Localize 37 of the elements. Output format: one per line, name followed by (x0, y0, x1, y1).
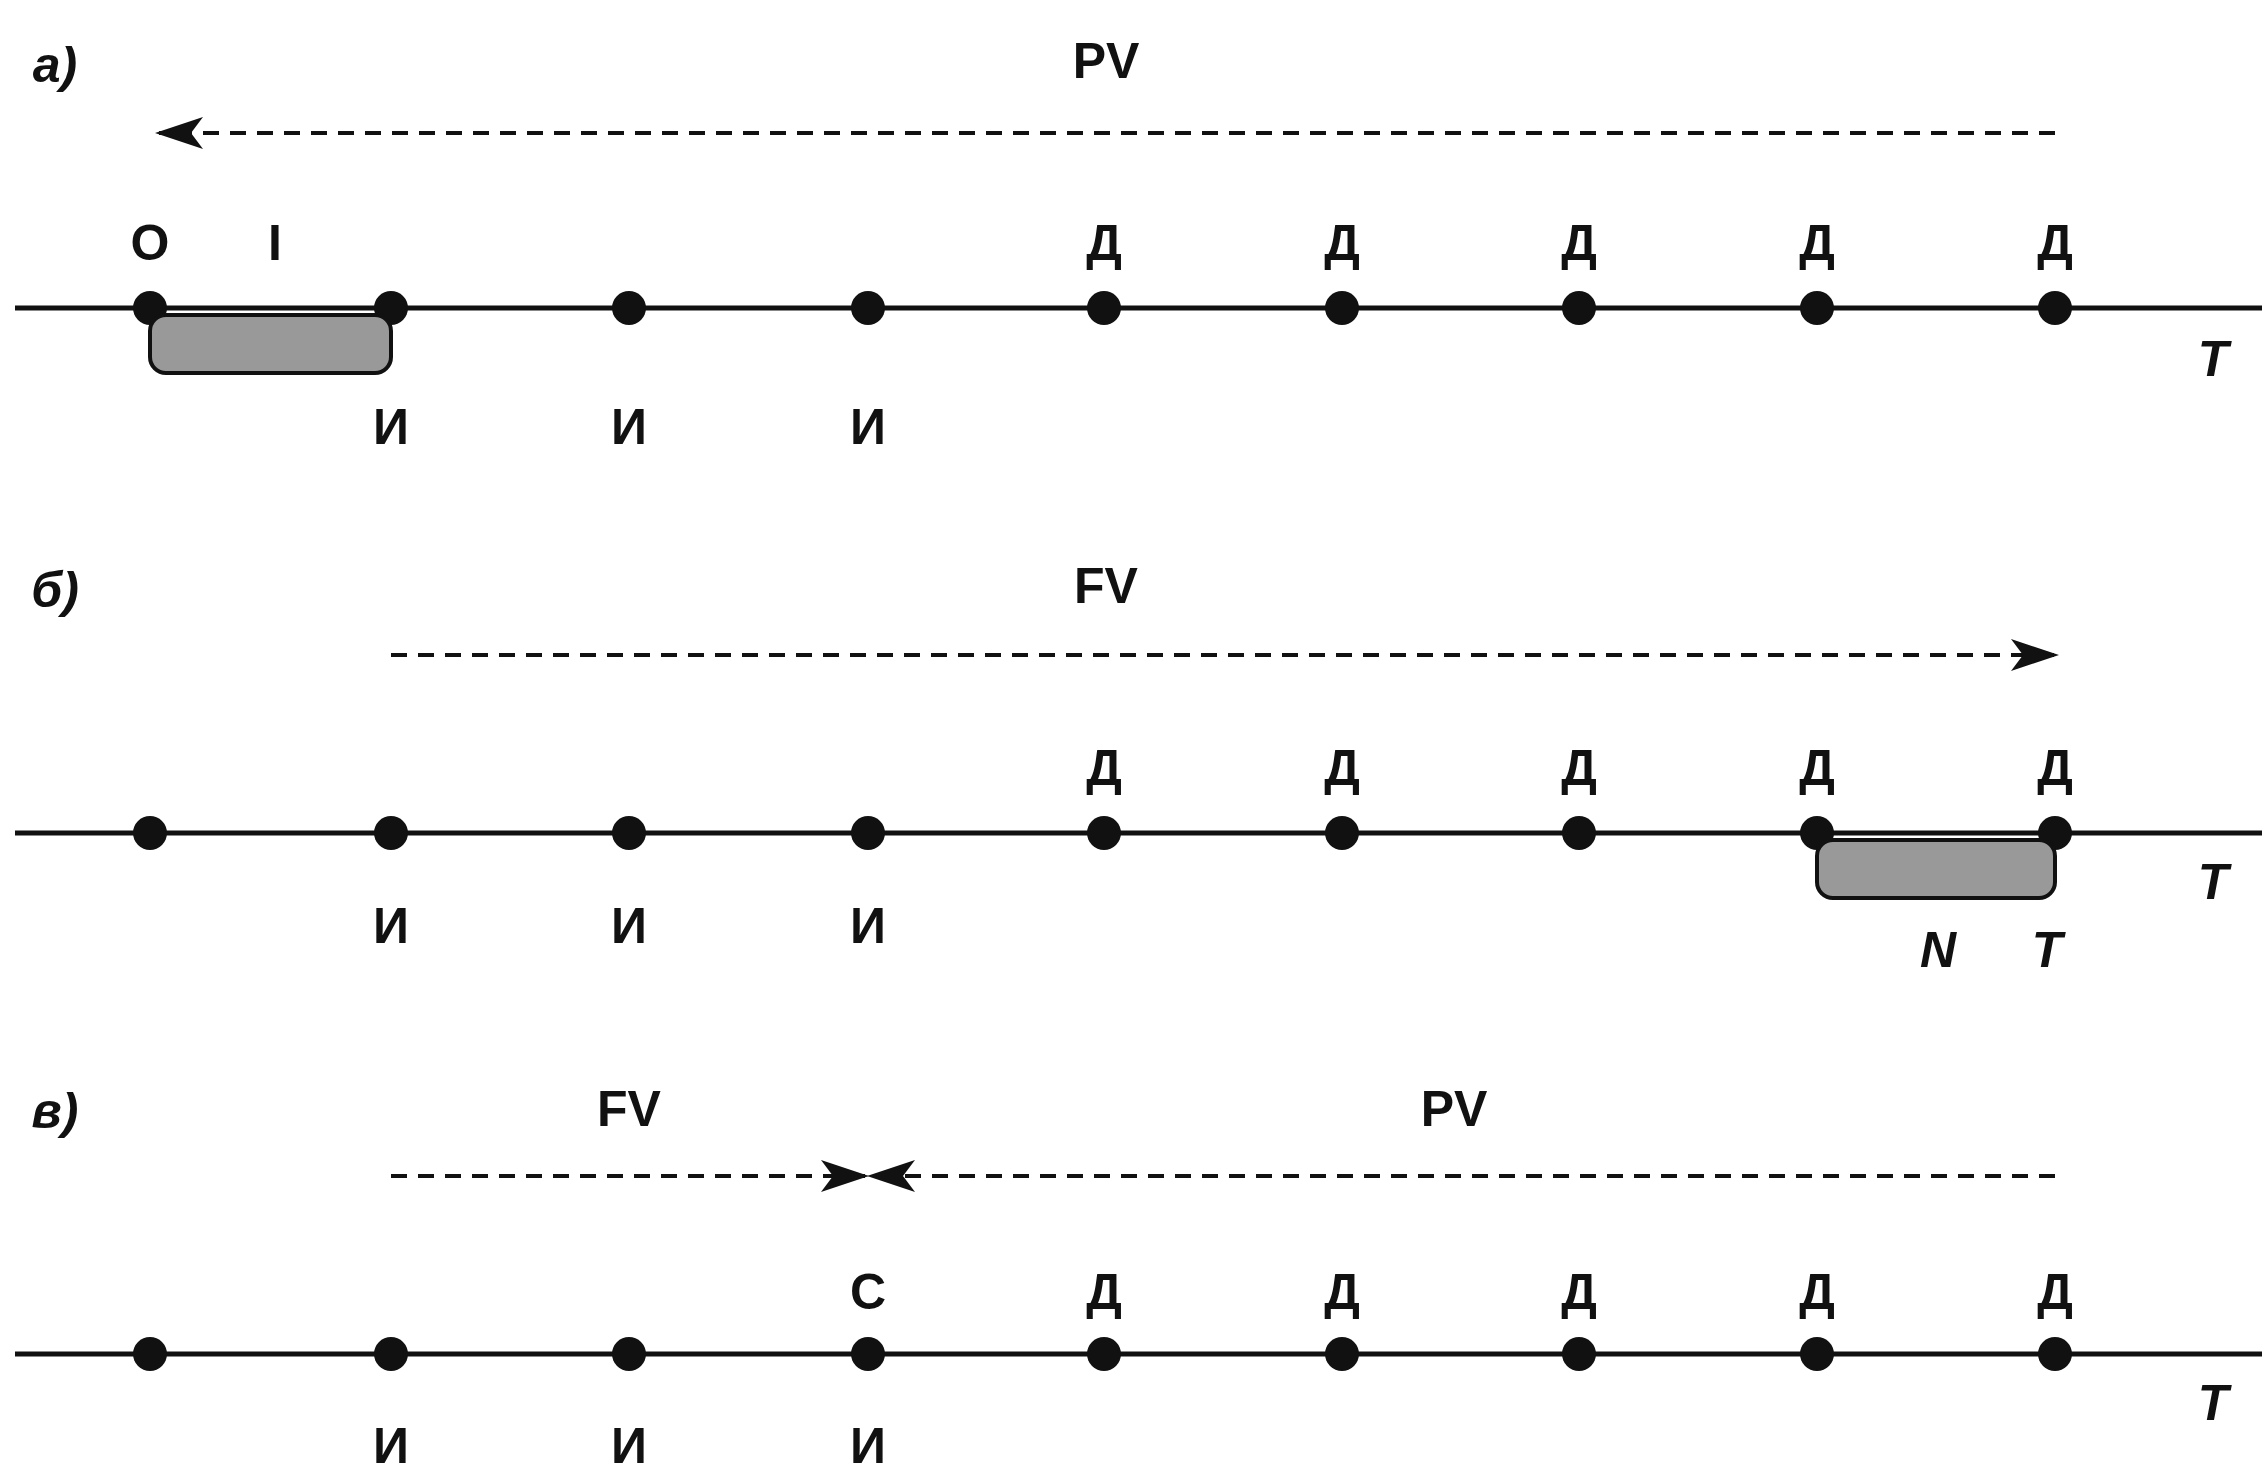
point-label: C (849, 1267, 887, 1317)
point-label: Д (1086, 743, 1122, 793)
panel-letter: б) (31, 565, 79, 615)
point-label: Д (1086, 218, 1122, 268)
flow-label: FV (1074, 561, 1138, 611)
point-label: И (373, 901, 409, 951)
point-label: Д (2037, 743, 2073, 793)
point-label: И (373, 1421, 409, 1471)
flow-label: FV (597, 1084, 661, 1134)
point-label: Д (1324, 218, 1360, 268)
point-label: Д (1324, 743, 1360, 793)
point-label: O (130, 218, 170, 268)
interval-bar (1815, 838, 2057, 900)
point-label: I (268, 218, 282, 268)
point-label: Д (1799, 218, 1835, 268)
flow-label: PV (1072, 36, 1140, 86)
point-label: И (850, 1421, 886, 1471)
point-label: И (611, 1421, 647, 1471)
point-label: И (373, 402, 409, 452)
flow-label: PV (1420, 1084, 1488, 1134)
point-label: И (850, 901, 886, 951)
panel-letter: а) (32, 40, 78, 90)
point-label: Д (1799, 1267, 1835, 1317)
point-label: Д (2037, 218, 2073, 268)
point-label: И (611, 901, 647, 951)
point-label: Д (1086, 1267, 1122, 1317)
interval-label: N (1919, 925, 1957, 975)
point-label: Д (2037, 1267, 2073, 1317)
point-label: Д (1324, 1267, 1360, 1317)
point-label: И (611, 402, 647, 452)
point-label: Д (1561, 743, 1597, 793)
point-label: Д (1799, 743, 1835, 793)
interval-bar (148, 313, 393, 375)
point-label: Д (1561, 218, 1597, 268)
point-label: И (850, 402, 886, 452)
point-label: Д (1561, 1267, 1597, 1317)
panel-letter: в) (31, 1086, 79, 1136)
